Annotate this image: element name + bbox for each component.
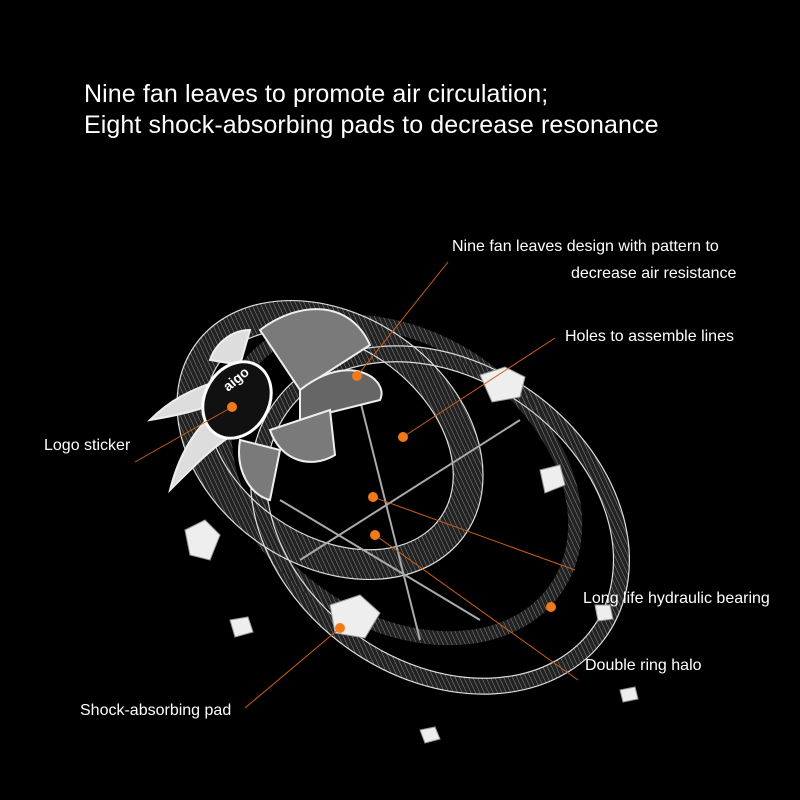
callout-pad: Shock-absorbing pad: [80, 702, 232, 719]
callout-holes: Holes to assemble lines: [565, 328, 734, 345]
callout-logo-sticker: Logo sticker: [44, 437, 131, 454]
shock-absorbing-pads: [184, 366, 639, 744]
callout-fan-leaves-line-1: Nine fan leaves design with pattern to: [452, 238, 719, 255]
frame-struts: [279, 399, 521, 641]
logo-sticker: aigo: [201, 360, 273, 440]
headline-line-2: Eight shock-absorbing pads to decrease r…: [84, 111, 659, 139]
callout-bearing: Long life hydraulic bearing: [583, 590, 770, 607]
callout-dots: [227, 371, 556, 633]
callout-fan-leaves-line-2: decrease air resistance: [571, 265, 737, 282]
headline-line-1: Nine fan leaves to promote air circulati…: [84, 80, 549, 108]
callout-lines: [134, 261, 579, 709]
callout-halo: Double ring halo: [585, 657, 702, 674]
